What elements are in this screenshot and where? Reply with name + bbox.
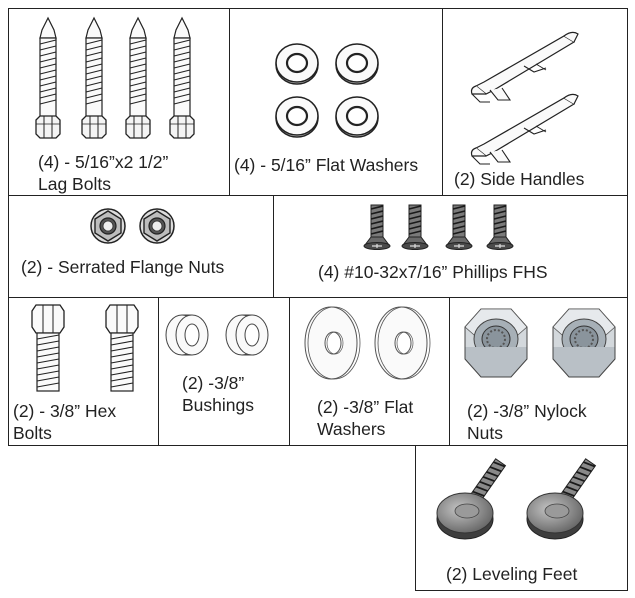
label-nylock-nuts: (2) -3/8” Nylock Nuts <box>467 401 587 443</box>
label-flat-washers-38: (2) -3/8” Flat Washers <box>317 397 414 439</box>
lag-bolt-icon <box>35 17 195 139</box>
label-serrated-flange-nuts: (2) - Serrated Flange Nuts <box>21 257 225 277</box>
label-phillips-fhs: (4) #10-32x7/16” Phillips FHS <box>318 262 548 282</box>
phillips-screw-icon <box>363 204 514 251</box>
cell-flat-washers-516 <box>229 8 443 196</box>
flat-washer-icon <box>304 306 431 380</box>
hex-bolt-icon <box>31 304 139 392</box>
label-flat-washers-516: (4) - 5/16” Flat Washers <box>234 155 419 175</box>
bushing-icon <box>165 314 269 356</box>
side-handle-icon <box>470 31 579 165</box>
label-bushings: (2) -3/8” Bushings <box>182 373 254 415</box>
label-leveling-feet: (2) Leveling Feet <box>446 564 578 584</box>
leveling-foot-icon <box>436 457 597 540</box>
flat-washer-icon <box>274 42 380 139</box>
label-lag-bolts: (4) - 5/16”x2 1/2” Lag Bolts <box>38 152 169 194</box>
cell-serrated-flange-nuts <box>8 195 274 298</box>
nylock-nut-icon <box>464 308 616 378</box>
flange-nut-icon <box>90 208 175 244</box>
label-side-handles: (2) Side Handles <box>454 169 585 189</box>
label-hex-bolts: (2) - 3/8” Hex Bolts <box>13 401 117 443</box>
